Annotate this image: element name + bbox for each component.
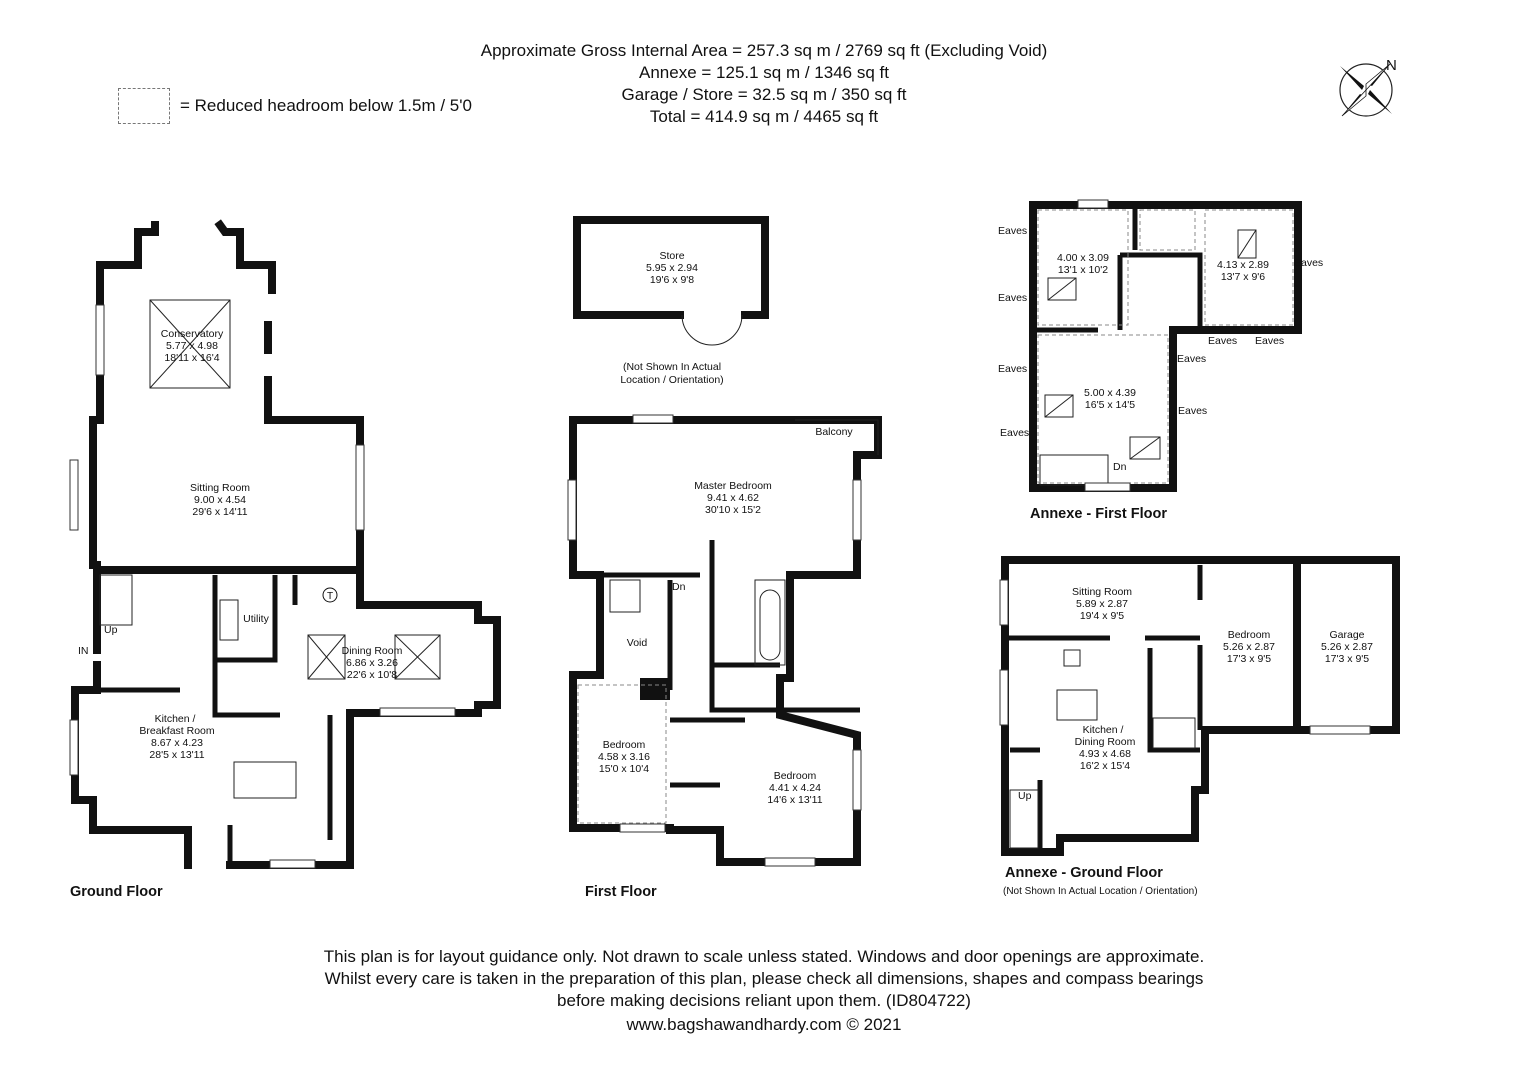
eaves-label-1: Eaves (998, 225, 1027, 237)
annexe-kitchen-name-1: Kitchen / (1083, 724, 1124, 736)
headroom-legend: = Reduced headroom below 1.5m / 5'0 (118, 88, 472, 124)
bedroom-2-name: Bedroom (603, 739, 646, 751)
annexe-sitting-room-imperial: 19'4 x 9'5 (1080, 610, 1124, 622)
eaves-label-5: Eaves (1294, 257, 1323, 269)
eaves-label-7: Eaves (1255, 335, 1284, 347)
sitting-room-name: Sitting Room (190, 482, 250, 494)
conservatory-imperial: 18'11 x 16'4 (164, 352, 219, 364)
master-bedroom-metric: 9.41 x 4.62 (707, 492, 759, 504)
bedroom-2-metric: 4.58 x 3.16 (598, 751, 650, 763)
annexe-room-2-imperial: 13'7 x 9'6 (1221, 271, 1265, 283)
annexe-room-1-metric: 4.00 x 3.09 (1057, 252, 1109, 264)
sitting-room-imperial: 29'6 x 14'11 (192, 506, 247, 518)
annexe-room-3-imperial: 16'5 x 14'5 (1085, 399, 1135, 411)
annexe-sitting-room-metric: 5.89 x 2.87 (1076, 598, 1128, 610)
first-stairs-down-label: Dn (672, 581, 686, 593)
first-floor-title: First Floor (585, 884, 657, 900)
bedroom-2-imperial: 15'0 x 10'4 (599, 763, 649, 775)
compass-rose-icon: N (1339, 57, 1397, 117)
area-summary-line-3: Garage / Store = 32.5 sq m / 350 sq ft (621, 85, 907, 104)
store-name: Store (659, 250, 684, 262)
store-imperial: 19'6 x 9'8 (650, 274, 694, 286)
garage-metric: 5.26 x 2.87 (1321, 641, 1373, 653)
disclaimer-line-2: Whilst every care is taken in the prepar… (324, 969, 1204, 988)
legend-label: = Reduced headroom below 1.5m / 5'0 (180, 96, 472, 115)
dining-room-name: Dining Room (342, 645, 403, 657)
area-summary-line-2: Annexe = 125.1 sq m / 1346 sq ft (639, 63, 889, 82)
website-copyright: www.bagshawandhardy.com © 2021 (626, 1015, 902, 1034)
legend-dashed-box (118, 88, 170, 124)
entrance-label: IN (78, 645, 89, 657)
void-name: Void (627, 637, 648, 649)
annexe-kitchen-imperial: 16'2 x 15'4 (1080, 760, 1130, 772)
bedroom-3-imperial: 14'6 x 13'11 (767, 794, 822, 806)
garage-imperial: 17'3 x 9'5 (1325, 653, 1369, 665)
eaves-label-4: Eaves (1000, 427, 1029, 439)
dining-room-imperial: 22'6 x 10'8 (347, 669, 397, 681)
kitchen-name-1: Kitchen / (155, 713, 196, 725)
annexe-room-1-imperial: 13'1 x 10'2 (1058, 264, 1108, 276)
annexe-ground-floor-title: Annexe - Ground Floor (1005, 865, 1163, 881)
bedroom-3-metric: 4.41 x 4.24 (769, 782, 821, 794)
eaves-label-2: Eaves (998, 292, 1027, 304)
ground-stairs-up-label: Up (104, 624, 118, 636)
sitting-room-metric: 9.00 x 4.54 (194, 494, 246, 506)
annexe-kitchen-metric: 4.93 x 4.68 (1079, 748, 1131, 760)
kitchen-name-2: Breakfast Room (139, 725, 215, 737)
eaves-label-8: Eaves (1177, 353, 1206, 365)
thermostat-label: T (327, 591, 333, 602)
annexe-sitting-room-name: Sitting Room (1072, 586, 1132, 598)
kitchen-imperial: 28'5 x 13'11 (149, 749, 204, 761)
ground-floor-title: Ground Floor (70, 884, 163, 900)
kitchen-metric: 8.67 x 4.23 (151, 737, 203, 749)
annexe-bedroom-name: Bedroom (1228, 629, 1271, 641)
compass-north-label: N (1386, 57, 1397, 74)
annexe-ground-floor-note: (Not Shown In Actual Location / Orientat… (1003, 886, 1198, 897)
garage-name: Garage (1329, 629, 1364, 641)
master-bedroom-imperial: 30'10 x 15'2 (705, 504, 761, 516)
conservatory-metric: 5.77 x 4.98 (166, 340, 218, 352)
balcony-name: Balcony (815, 426, 853, 438)
first-floor-plan: Master Bedroom 9.41 x 4.62 30'10 x 15'2 … (567, 414, 882, 900)
area-summary-line-1: Approximate Gross Internal Area = 257.3 … (480, 41, 1048, 60)
annexe-stairs-up-label: Up (1018, 790, 1032, 802)
annexe-first-floor-plan: 4.00 x 3.09 13'1 x 10'2 4.13 x 2.89 13'7… (998, 199, 1323, 522)
utility-name: Utility (243, 613, 269, 625)
ground-floor-plan: T Conservatory 5.77 x 4.98 18'11 x 16'4 … (69, 219, 501, 900)
bedroom-3-name: Bedroom (774, 770, 817, 782)
area-summary-line-4: Total = 414.9 sq m / 4465 sq ft (649, 107, 879, 126)
annexe-kitchen-name-2: Dining Room (1075, 736, 1136, 748)
annexe-room-2-metric: 4.13 x 2.89 (1217, 259, 1269, 271)
dining-room-metric: 6.86 x 3.26 (346, 657, 398, 669)
eaves-label-9: Eaves (1178, 405, 1207, 417)
annexe-bedroom-metric: 5.26 x 2.87 (1223, 641, 1275, 653)
annexe-room-3-metric: 5.00 x 4.39 (1084, 387, 1136, 399)
conservatory-name: Conservatory (161, 328, 224, 340)
store-plan: Store 5.95 x 2.94 19'6 x 9'8 (Not Shown … (573, 216, 769, 386)
store-note-1: (Not Shown In Actual (623, 361, 721, 373)
disclaimer-line-1: This plan is for layout guidance only. N… (323, 947, 1205, 966)
annexe-ground-floor-plan: Sitting Room 5.89 x 2.87 19'4 x 9'5 Bedr… (999, 556, 1400, 897)
eaves-label-6: Eaves (1208, 335, 1237, 347)
store-metric: 5.95 x 2.94 (646, 262, 698, 274)
disclaimer-line-3: before making decisions reliant upon the… (557, 991, 971, 1010)
store-note-2: Location / Orientation) (620, 374, 723, 386)
master-bedroom-name: Master Bedroom (694, 480, 772, 492)
annexe-stairs-down-label: Dn (1113, 461, 1127, 473)
eaves-label-3: Eaves (998, 363, 1027, 375)
annexe-bedroom-imperial: 17'3 x 9'5 (1227, 653, 1271, 665)
annexe-first-floor-title: Annexe - First Floor (1030, 506, 1167, 522)
